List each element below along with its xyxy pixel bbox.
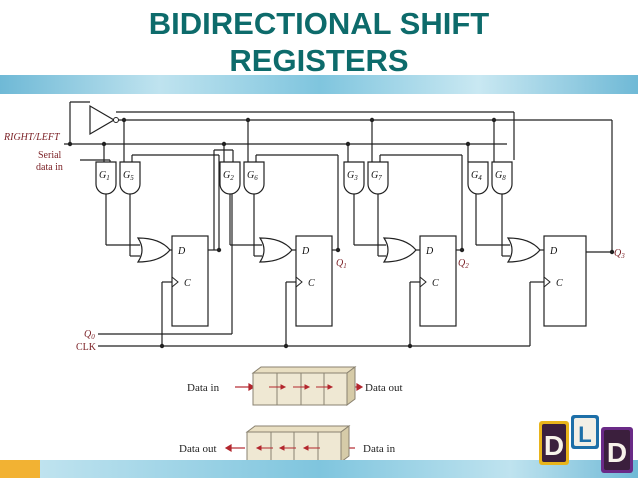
- ff4-d: D: [549, 246, 558, 257]
- ff4-c: C: [556, 278, 563, 289]
- and-gate-g6: [243, 161, 265, 195]
- or-gate-4: [506, 237, 541, 263]
- svg-text:L: L: [578, 422, 591, 447]
- or-gate-3: [382, 237, 417, 263]
- q1-label: Q1: [336, 258, 347, 270]
- register-cells-left: [245, 425, 351, 462]
- and-gate-g3: [343, 161, 365, 195]
- gate-label-g1: G1: [99, 170, 110, 182]
- ff2-d: D: [301, 246, 310, 257]
- gate-label-g2: G2: [223, 170, 234, 182]
- serial-label: Serial: [38, 150, 62, 161]
- decorative-band-top: [0, 75, 638, 97]
- shift-right-diagram: Data in Data out: [173, 361, 416, 411]
- and-gate-g8: [491, 161, 513, 195]
- clk-label: CLK: [76, 342, 97, 353]
- shift-left-diagram: Data out Data in: [173, 414, 416, 462]
- decorative-band-bottom: [0, 460, 638, 478]
- ff2-c: C: [308, 278, 315, 289]
- ff1-d: D: [177, 246, 186, 257]
- svg-text:D: D: [607, 437, 627, 468]
- gate-label-g5: G5: [123, 170, 134, 182]
- ff1-c: C: [184, 278, 191, 289]
- gate-label-g7: G7: [371, 170, 382, 182]
- logo-block-d2: D: [601, 427, 633, 473]
- q3-label: Q3: [614, 248, 625, 260]
- inverter-gate: [89, 104, 119, 136]
- and-gate-g4: [467, 161, 489, 195]
- shift-right-data-in-label: Data in: [187, 382, 220, 394]
- logo-block-d1: D: [539, 421, 569, 465]
- or-gate-1: [136, 237, 171, 263]
- svg-text:D: D: [544, 430, 564, 461]
- flip-flop-1: [171, 235, 209, 327]
- shift-left-data-out-label: Data out: [179, 443, 217, 455]
- and-gate-g1: [95, 161, 117, 195]
- slide-title-line1: BIDIRECTIONAL SHIFT: [148, 6, 490, 41]
- and-gate-g2: [219, 161, 241, 195]
- register-cells-right: [251, 366, 357, 406]
- gate-label-g4: G4: [471, 170, 482, 182]
- q2-label: Q2: [458, 258, 469, 270]
- gate-label-g3: G3: [347, 170, 358, 182]
- gate-label-g6: G6: [247, 170, 258, 182]
- slide-title-line2: REGISTERS: [229, 43, 409, 78]
- and-gate-g7: [367, 161, 389, 195]
- shift-right-data-out-label: Data out: [365, 382, 403, 394]
- logo-block-l: L: [571, 415, 599, 449]
- shift-left-data-in-label: Data in: [363, 443, 396, 455]
- flip-flop-4: [543, 235, 587, 327]
- or-gate-2: [258, 237, 293, 263]
- shift-register-schematic: RIGHT/LEFT Serial data in Q0 CLK Q1 Q2 Q…: [0, 94, 638, 362]
- flip-flop-2: [295, 235, 333, 327]
- data-in-label: data in: [36, 162, 63, 173]
- ff3-c: C: [432, 278, 439, 289]
- dld-logo: D L D: [539, 415, 633, 473]
- flip-flop-3: [419, 235, 457, 327]
- q0-label: Q0: [84, 329, 95, 341]
- ff3-d: D: [425, 246, 434, 257]
- gate-label-g8: G8: [495, 170, 506, 182]
- right-left-label: RIGHT/LEFT: [3, 132, 61, 143]
- and-gate-g5: [119, 161, 141, 195]
